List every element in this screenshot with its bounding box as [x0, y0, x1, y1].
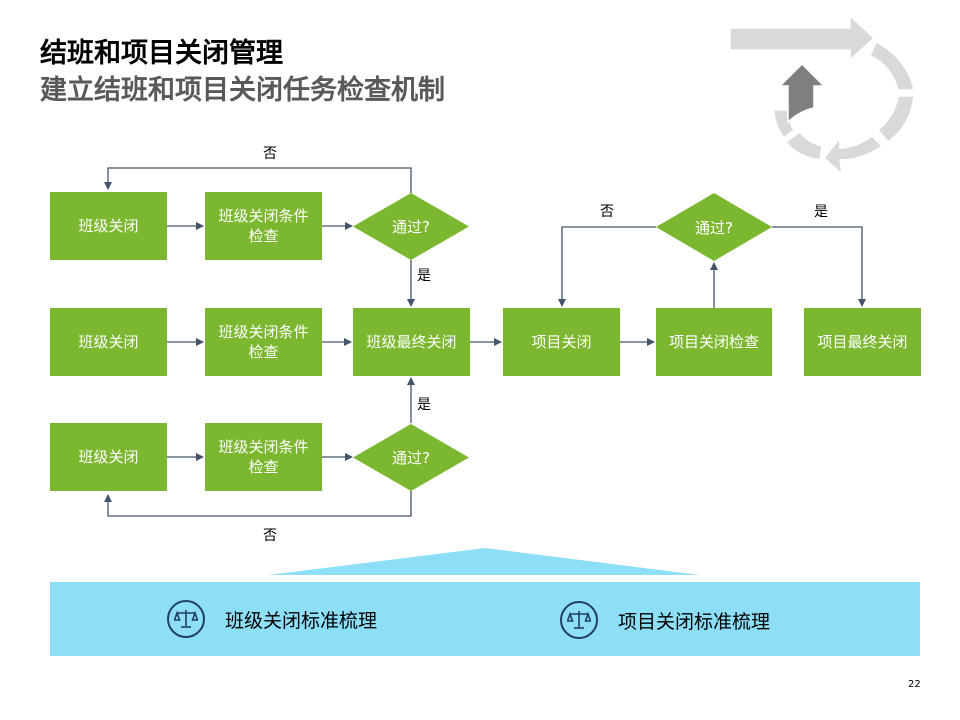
- project-check-label: 项目关闭检查: [668, 333, 759, 351]
- project-close-box: 项目关闭: [503, 308, 620, 376]
- scale-icon: [167, 600, 205, 638]
- decision-label: 通过?: [695, 218, 733, 237]
- condition-check-box-1: 班级关闭条件 检查: [205, 192, 322, 260]
- class-final-close-label: 班级最终关闭: [366, 333, 457, 351]
- no-label-project: 否: [600, 204, 614, 220]
- condition-check-box-2: 班级关闭条件 检查: [205, 308, 322, 376]
- condition-check-label: 班级关闭条件 检查: [218, 207, 309, 245]
- project-final-close-label: 项目最终关闭: [817, 333, 908, 351]
- class-close-box-1: 班级关闭: [50, 192, 167, 260]
- class-standard-label: 班级关闭标准梳理: [225, 609, 378, 632]
- class-standard-item: 班级关闭标准梳理: [167, 600, 377, 638]
- decision-label: 通过?: [392, 218, 430, 236]
- scale-icon: [560, 601, 598, 639]
- class-close-box-2: 班级关闭: [50, 308, 167, 376]
- no-label-bottom: 否: [263, 528, 277, 544]
- class-close-label: 班级关闭: [78, 448, 139, 466]
- yes-label-row3: 是: [417, 397, 431, 413]
- page-number: 22: [908, 679, 921, 690]
- page-title: 结班和项目关闭管理: [40, 38, 283, 69]
- project-standard-label: 项目关闭标准梳理: [618, 610, 771, 633]
- condition-check-label: 班级关闭条件 检查: [218, 438, 309, 476]
- condition-check-box-3: 班级关闭条件 检查: [205, 423, 322, 491]
- project-close-label: 项目关闭: [531, 333, 592, 351]
- no-label-top: 否: [263, 146, 277, 162]
- project-decision-diamond: 通过?: [656, 193, 772, 261]
- decision-label: 通过?: [392, 449, 430, 467]
- page-subtitle: 建立结班和项目关闭任务检查机制: [40, 75, 445, 106]
- class-close-box-3: 班级关闭: [50, 423, 167, 491]
- decision-diamond-1: 通过?: [353, 193, 469, 260]
- class-close-label: 班级关闭: [78, 217, 139, 235]
- yes-label-project: 是: [814, 204, 828, 220]
- class-final-close-box: 班级最终关闭: [353, 308, 470, 376]
- cycle-arrows-icon: [729, 14, 915, 176]
- condition-check-label: 班级关闭条件 检查: [218, 323, 309, 361]
- class-close-label: 班级关闭: [78, 333, 139, 351]
- project-final-close-box: 项目最终关闭: [804, 308, 921, 376]
- decision-diamond-3: 通过?: [353, 424, 469, 491]
- project-check-box: 项目关闭检查: [656, 308, 772, 376]
- project-standard-item: 项目关闭标准梳理: [560, 601, 770, 639]
- yes-label-row1: 是: [417, 268, 431, 284]
